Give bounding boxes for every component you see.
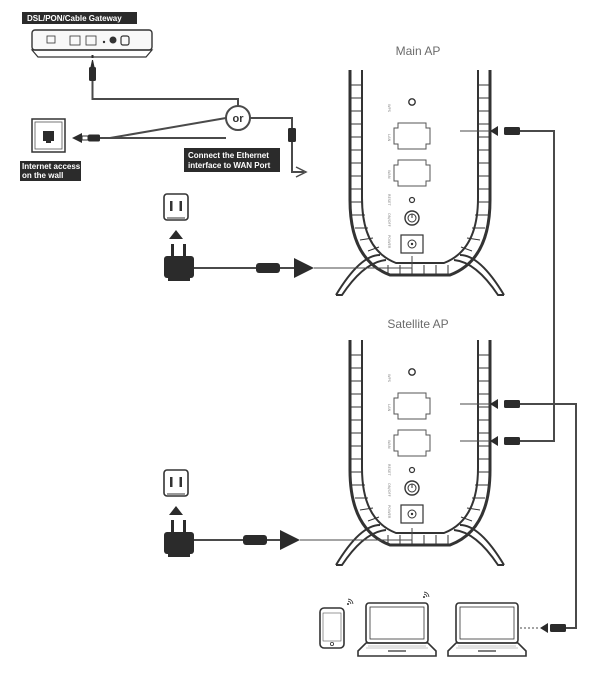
main-onoff-label: ON/OFF	[387, 213, 391, 227]
main-ap-title: Main AP	[396, 44, 441, 58]
sat-reset-label: RESET	[387, 464, 391, 476]
wan-cable-main	[288, 128, 308, 178]
satellite-ap-title: Satellite AP	[387, 317, 448, 331]
laptop-wifi-icon	[420, 590, 431, 601]
wall-label-line1: Internet access	[22, 162, 81, 171]
main-power-label: POWER	[387, 235, 391, 249]
connect-label-line2: interface to WAN Port	[188, 161, 271, 170]
wall-socket	[31, 118, 226, 153]
main-wan-label: WAN	[387, 170, 391, 179]
main-power-adapter	[164, 244, 194, 281]
laptop-wired	[447, 602, 527, 657]
gateway-label-bg	[22, 12, 137, 24]
gateway-device: DSL/PON/Cable Gateway	[22, 12, 154, 58]
sat-wps-label: WPS	[387, 374, 391, 383]
backhaul-cable	[460, 126, 555, 446]
gateway-label: DSL/PON/Cable Gateway	[27, 14, 122, 23]
sat-onoff-label: ON/OFF	[387, 483, 391, 497]
laptop-wireless	[357, 602, 437, 657]
connect-label: Connect the Ethernet interface to WAN Po…	[184, 148, 280, 172]
wall-label: Internet access on the wall	[20, 161, 81, 181]
main-arrow-up-icon	[169, 230, 183, 239]
sat-power-cable	[194, 528, 413, 550]
sat-power-adapter	[164, 520, 194, 557]
satellite-ap-device: WPS LAN WAN RESET ON/OFF POWER	[334, 338, 506, 567]
phone-device	[319, 607, 345, 649]
main-lan-label: LAN	[387, 134, 391, 142]
wall-label-line2: on the wall	[22, 171, 63, 180]
client-lan-cable	[460, 399, 577, 633]
main-power-outlet	[163, 193, 189, 221]
sat-lan-label: LAN	[387, 404, 391, 412]
sat-power-label: POWER	[387, 505, 391, 519]
main-power-cable	[194, 256, 413, 278]
connect-label-line1: Connect the Ethernet	[188, 151, 269, 160]
or-junction: or	[109, 98, 293, 139]
gateway-cable	[89, 55, 226, 100]
main-wps-label: WPS	[387, 104, 391, 113]
or-label: or	[233, 113, 245, 125]
sat-power-outlet	[163, 469, 189, 497]
sat-wan-label: WAN	[387, 440, 391, 449]
main-reset-label: RESET	[387, 194, 391, 206]
main-ap-device: WPS LAN WAN RESET ON/OFF POWER	[334, 68, 506, 297]
phone-wifi-icon	[344, 597, 355, 608]
sat-arrow-up-icon	[169, 506, 183, 515]
